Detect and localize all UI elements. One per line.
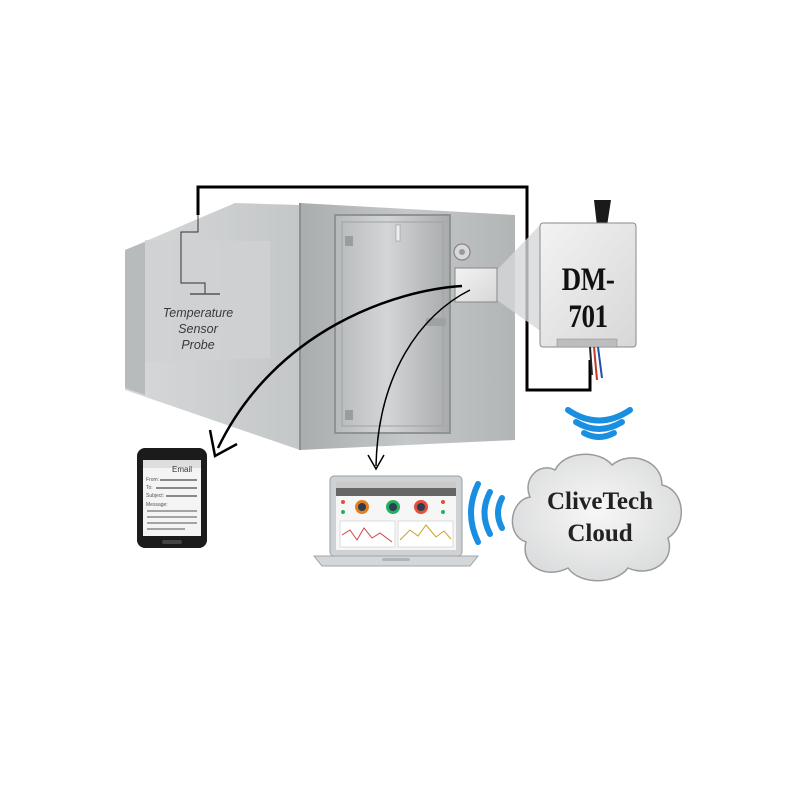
wifi-signal-top xyxy=(565,407,633,440)
laptop xyxy=(312,475,480,567)
mounted-device xyxy=(454,267,498,303)
arrowhead-laptop xyxy=(367,454,385,471)
dm701-device xyxy=(539,200,637,381)
phone-field-subject: Subject: xyxy=(146,493,165,499)
phone-field-from: From: xyxy=(146,477,160,483)
arrow-to-laptop xyxy=(375,289,471,467)
arrowhead-phone xyxy=(208,429,238,458)
cloud-shape xyxy=(511,453,682,582)
arrow-to-phone xyxy=(216,284,463,449)
device-model-label: DM-701 xyxy=(561,262,615,335)
probe-wire xyxy=(180,215,206,294)
smartphone xyxy=(137,448,207,548)
phone-field-message: Message: xyxy=(146,502,168,508)
probe-label-line-2: Sensor xyxy=(178,322,218,336)
cloud-label-line-2: Cloud xyxy=(567,520,633,547)
cloud-label-line-1: CliveTech xyxy=(546,488,654,515)
probe-label-line-1: Temperature xyxy=(162,306,234,320)
walk-in-cooler xyxy=(125,203,515,450)
phone-field-to: To: xyxy=(146,485,153,491)
cloud-label: CliveTech Cloud xyxy=(520,486,680,550)
probe-label-line-3: Probe xyxy=(181,338,215,352)
wifi-signal-left xyxy=(468,481,505,545)
probe-label: Temperature Sensor Probe xyxy=(138,305,258,353)
phone-email-title: Email xyxy=(172,465,193,474)
